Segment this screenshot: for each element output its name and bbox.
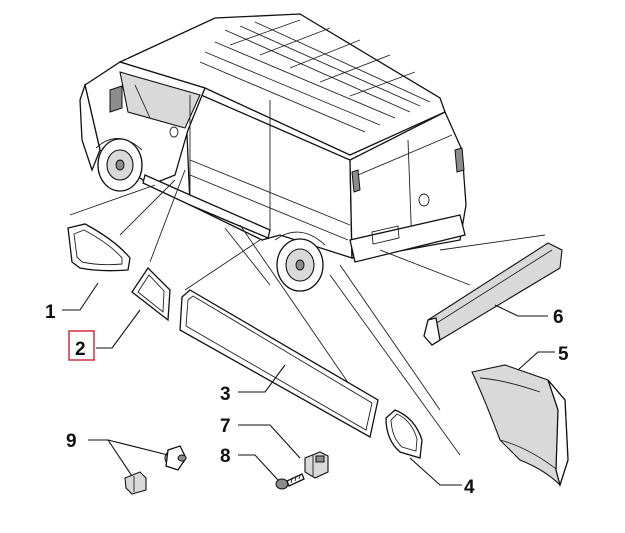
callout-5[interactable]: 5 xyxy=(558,344,569,365)
roof-ribs xyxy=(199,19,431,133)
callout-labels: 1 2 3 4 5 6 7 8 9 xyxy=(45,302,569,498)
part-3-inner-edge xyxy=(185,295,373,431)
rear-bumper xyxy=(349,214,466,263)
front-wheel-center xyxy=(115,159,125,171)
callout-7[interactable]: 7 xyxy=(220,416,231,437)
part-1-inner-edge xyxy=(73,229,123,266)
part-5-edge-top xyxy=(479,377,541,393)
rear-wheel-center xyxy=(295,259,305,271)
side-mirror xyxy=(109,85,123,113)
rear-wheel-arch xyxy=(274,231,326,246)
part-leader-lines xyxy=(69,169,546,456)
part-8-screw xyxy=(275,473,305,490)
rear-light-right xyxy=(454,147,465,173)
callout-2-highlight-box xyxy=(68,330,95,361)
part-2-door-trim xyxy=(131,266,171,322)
part-5-rear-corner xyxy=(471,364,569,487)
callout-3[interactable]: 3 xyxy=(220,384,231,405)
callout-2[interactable]: 2 xyxy=(75,339,86,360)
part-5-end-face xyxy=(547,379,569,488)
rear-window-line xyxy=(357,134,453,176)
front-wheel-arch xyxy=(95,138,143,151)
callout-1[interactable]: 1 xyxy=(45,302,56,323)
window-divider xyxy=(134,84,151,119)
part-4-inner-edge xyxy=(390,413,418,452)
part-5-edge-bottom xyxy=(499,439,561,473)
van-illustration xyxy=(79,13,467,292)
part-1-front-arch-trim xyxy=(67,223,131,272)
door-window xyxy=(119,71,201,129)
part-9-fasteners xyxy=(124,445,187,495)
callout-4[interactable]: 4 xyxy=(464,477,475,498)
side-emblem xyxy=(169,126,179,138)
callout-9[interactable]: 9 xyxy=(66,431,77,452)
part-3-side-trim xyxy=(179,289,379,438)
plate xyxy=(371,225,400,245)
part-4-rear-arch-trim xyxy=(385,409,423,459)
part-6-rear-sill-trim xyxy=(427,242,563,346)
body-crease-lower xyxy=(189,174,349,241)
callout-leaders xyxy=(62,282,555,486)
part-7-clip xyxy=(304,451,329,479)
callout-6[interactable]: 6 xyxy=(553,307,564,328)
part-2-inner-edge xyxy=(137,274,165,313)
callout-8[interactable]: 8 xyxy=(220,446,231,467)
part-6-edge xyxy=(431,249,553,327)
van-front xyxy=(79,82,101,172)
side-sill xyxy=(142,174,271,239)
rear-emblem xyxy=(418,193,430,207)
part-6-end-cap xyxy=(423,317,441,346)
rear-light-left xyxy=(351,169,361,193)
